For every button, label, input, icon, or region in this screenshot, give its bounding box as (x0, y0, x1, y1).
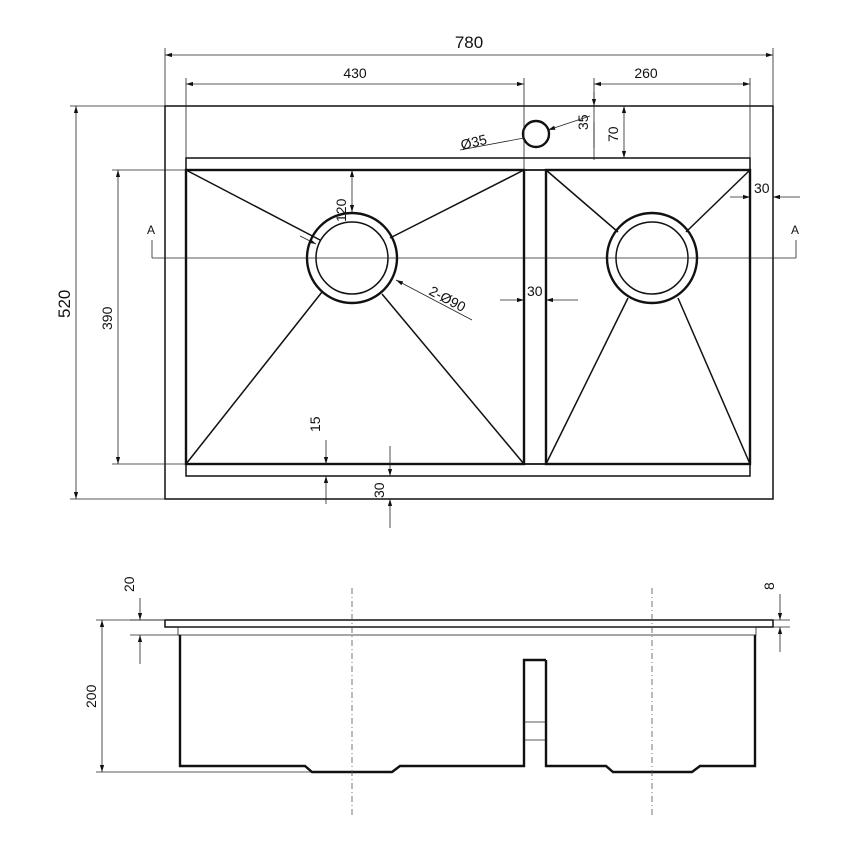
dim-ledge: 15 (307, 416, 323, 432)
back-ledge (185, 157, 751, 171)
rim (164, 619, 774, 628)
bowl-divider (523, 169, 547, 465)
dim-tap-offset: 35 (575, 114, 591, 130)
dim-bowl-depth: 390 (99, 306, 115, 330)
front-ledge (185, 463, 751, 477)
tap-hole (521, 119, 551, 149)
left-bowl (184, 168, 526, 466)
right-bowl-profile (544, 635, 757, 774)
section-marker-left: A (147, 223, 155, 237)
dim-front-margin: 30 (371, 482, 387, 498)
section-marker-right: A (791, 223, 799, 237)
dim-right-margin: 30 (754, 180, 770, 196)
dim-drain-offset: 120 (333, 198, 349, 222)
dim-left-bowl-width: 430 (343, 65, 367, 81)
section-view: 20 200 8 (83, 576, 790, 818)
dim-drains: 2-Ø90 (427, 283, 469, 315)
left-bowl-profile (178, 635, 546, 774)
dim-bowl-height: 200 (83, 684, 99, 708)
dim-rim-thickness: 8 (761, 582, 777, 590)
dim-overall-depth: 520 (55, 290, 74, 318)
rim-underside (177, 626, 757, 636)
dim-flange-height: 20 (121, 576, 137, 592)
right-bowl (544, 168, 752, 466)
dim-right-bowl-width: 260 (634, 65, 658, 81)
top-view: A A 780 430 260 35 70 Ø35 30 (55, 33, 800, 528)
dim-divider: 30 (527, 283, 543, 299)
dim-tap-hole: Ø35 (459, 131, 489, 153)
dim-overall-width: 780 (455, 33, 483, 52)
sink-outline (164, 105, 774, 500)
dim-tap-from-back: 70 (605, 126, 621, 142)
